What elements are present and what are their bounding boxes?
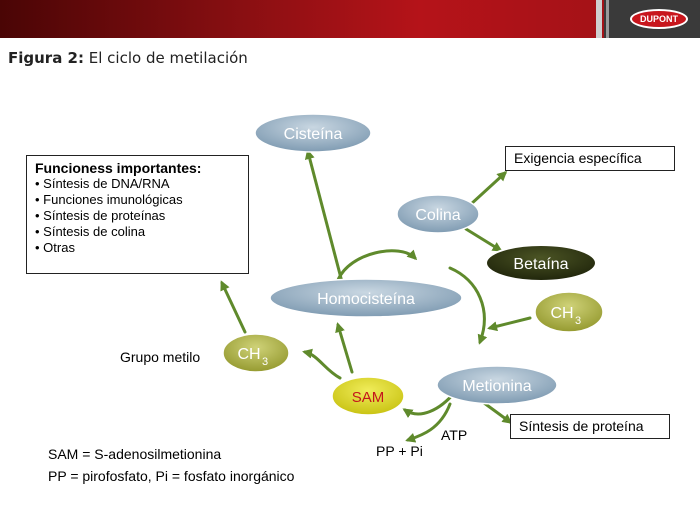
- header-stripe: [596, 0, 602, 38]
- node-cisteina: [254, 113, 372, 153]
- node-ch3-right: [534, 291, 604, 333]
- page-title: Figura 2: El ciclo de metilación: [8, 49, 248, 67]
- legend-line-pp: PP = pirofosfato, Pi = fosfato inorgánic…: [48, 468, 295, 484]
- node-ch3-right-sub: 3: [575, 315, 581, 327]
- node-colina-label: Colina: [415, 207, 460, 224]
- arrow-sam-homocisteina: [335, 322, 354, 374]
- atp-label: ATP: [441, 427, 468, 443]
- arrow-colina-exigencia: [468, 170, 508, 207]
- title-text: El ciclo de metilación: [83, 49, 248, 67]
- functions-item: • Síntesis de DNA/RNA: [35, 176, 170, 191]
- node-betaina-label: Betaína: [513, 256, 568, 273]
- functions-item: • Otras: [35, 240, 75, 255]
- header-stripe: [606, 0, 609, 38]
- node-sam: [331, 376, 405, 416]
- arrow-homocisteina-cisteina: [304, 149, 344, 284]
- arrow-ch3-functions: [220, 280, 247, 334]
- functions-item: • Síntesis de proteínas: [35, 208, 166, 223]
- arrow-cycle-top: [336, 249, 418, 282]
- node-ch3-right-label: CH: [550, 305, 573, 322]
- dupont-logo: DUPONT: [630, 9, 688, 29]
- pp-pi-label: PP + Pi: [376, 443, 423, 459]
- exigencia-box: Exigencia específica: [505, 146, 675, 171]
- arrow-colina-betaina: [464, 227, 503, 252]
- arrow-sam-ch3: [302, 348, 342, 380]
- node-metionina: [436, 365, 558, 405]
- functions-item: • Funciones imunológicas: [35, 192, 183, 207]
- header-bar: [0, 0, 700, 38]
- legend-line-sam: SAM = S-adenosilmetionina: [48, 446, 222, 462]
- arrow-cycle-right: [448, 266, 488, 345]
- node-ch3-left: [222, 333, 290, 373]
- functions-box: Funcioness importantes: • Síntesis de DN…: [26, 155, 249, 274]
- node-homocisteina-label: Homocisteína: [317, 291, 415, 308]
- node-metionina-label: Metionina: [462, 378, 531, 395]
- node-cisteina-label: Cisteína: [284, 126, 343, 143]
- functions-item: • Síntesis de colina: [35, 224, 146, 239]
- node-betaina: [485, 244, 597, 282]
- arrow-ch3-cycle: [487, 316, 532, 332]
- node-homocisteina: [269, 278, 463, 318]
- arrow-atp-branch: [405, 402, 452, 443]
- grupo-metilo-label: Grupo metilo: [120, 349, 201, 365]
- node-colina: [396, 194, 480, 234]
- functions-heading: Funcioness importantes:: [35, 160, 202, 176]
- sintesis-proteina-box: Síntesis de proteína: [510, 414, 670, 439]
- node-ch3-left-sub: 3: [262, 356, 268, 368]
- node-sam-label: SAM: [352, 389, 385, 406]
- node-ch3-left-label: CH: [237, 346, 260, 363]
- title-prefix: Figura 2:: [8, 49, 84, 67]
